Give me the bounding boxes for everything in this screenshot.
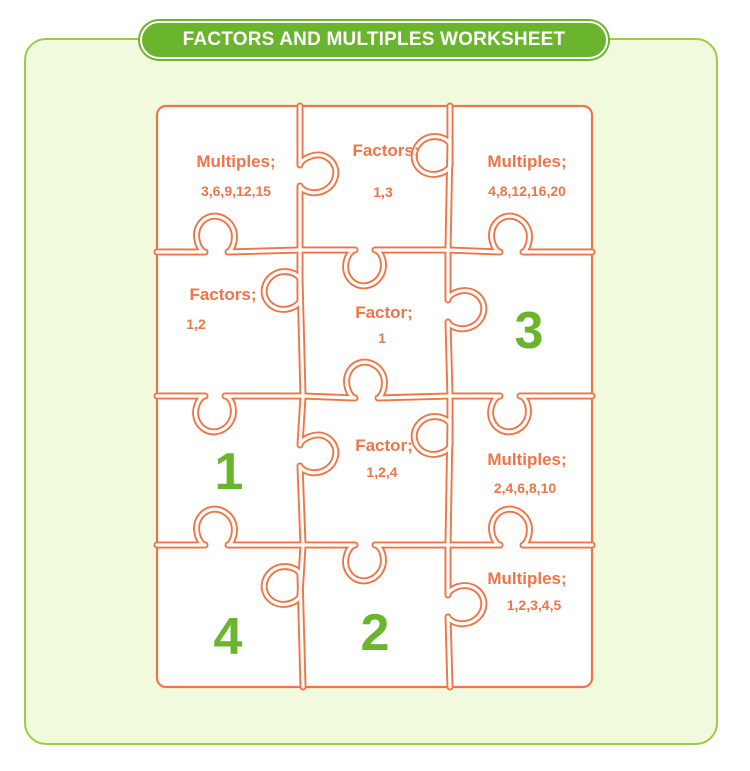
piece-r2c1-heading: Factors; — [189, 285, 256, 304]
piece-r4c3-heading: Multiples; — [487, 569, 566, 588]
piece-r4c1-number: 4 — [214, 608, 243, 666]
piece-r1c3-values: 4,8,12,16,20 — [488, 183, 566, 199]
piece-r3c2-heading: Factor; — [355, 436, 413, 455]
piece-r3c3-heading: Multiples; — [487, 450, 566, 469]
piece-r4c2-number: 2 — [361, 604, 390, 662]
piece-r1c2-values: 1,3 — [373, 184, 393, 200]
piece-r2c2-heading: Factor; — [355, 303, 413, 322]
piece-r4c3-values: 1,2,3,4,5 — [507, 597, 562, 613]
piece-r2c2-values: 1 — [378, 330, 386, 346]
piece-r1c1-heading: Multiples; — [196, 152, 275, 171]
piece-r1c3-heading: Multiples; — [487, 152, 566, 171]
piece-r3c3-values: 2,4,6,8,10 — [494, 480, 556, 496]
piece-r3c2-values: 1,2,4 — [366, 464, 397, 480]
piece-r1c2-heading: Factors; — [352, 141, 419, 160]
worksheet-title-text: FACTORS AND MULTIPLES WORKSHEET — [182, 29, 566, 50]
piece-r1c1-values: 3,6,9,12,15 — [201, 183, 271, 199]
worksheet-title: FACTORS AND MULTIPLES WORKSHEET — [140, 21, 608, 59]
piece-r2c1-values: 1,2 — [186, 316, 206, 332]
piece-r2c3-number: 3 — [515, 302, 544, 360]
piece-r3c1-number: 1 — [215, 443, 244, 501]
